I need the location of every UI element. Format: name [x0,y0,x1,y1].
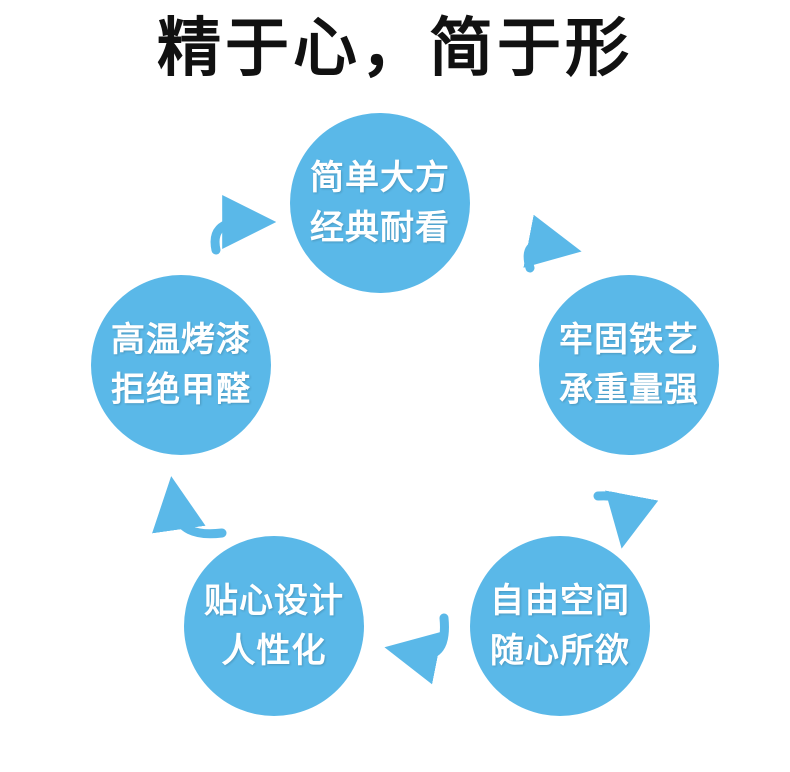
curved-arrow-icon [152,476,227,539]
curved-arrow-icon [210,195,277,255]
cycle-node-sturdy-iron: 牢固铁艺 承重量强 [539,275,719,455]
node-line-1: 牢固铁艺 [559,320,699,360]
curved-arrow-icon [593,490,659,549]
page-title: 精于心，简于形 [157,12,633,86]
node-line-1: 自由空间 [490,581,630,621]
node-line-2: 拒绝甲醛 [111,370,251,410]
curved-arrow-icon [384,613,449,685]
cycle-node-baked-paint: 高温烤漆 拒绝甲醛 [91,275,271,455]
node-line-2: 随心所欲 [490,631,630,671]
cycle-node-free-space: 自由空间 随心所欲 [470,536,650,716]
node-line-2: 经典耐看 [310,208,450,248]
curved-arrow-icon [523,214,582,273]
cycle-node-thoughtful-design: 贴心设计 人性化 [184,536,364,716]
node-line-1: 高温烤漆 [111,320,251,360]
node-line-1: 贴心设计 [204,581,344,621]
node-line-1: 简单大方 [310,158,450,198]
node-line-2: 人性化 [221,631,327,671]
cycle-node-simple-classic: 简单大方 经典耐看 [290,113,470,293]
node-line-2: 承重量强 [559,370,699,410]
